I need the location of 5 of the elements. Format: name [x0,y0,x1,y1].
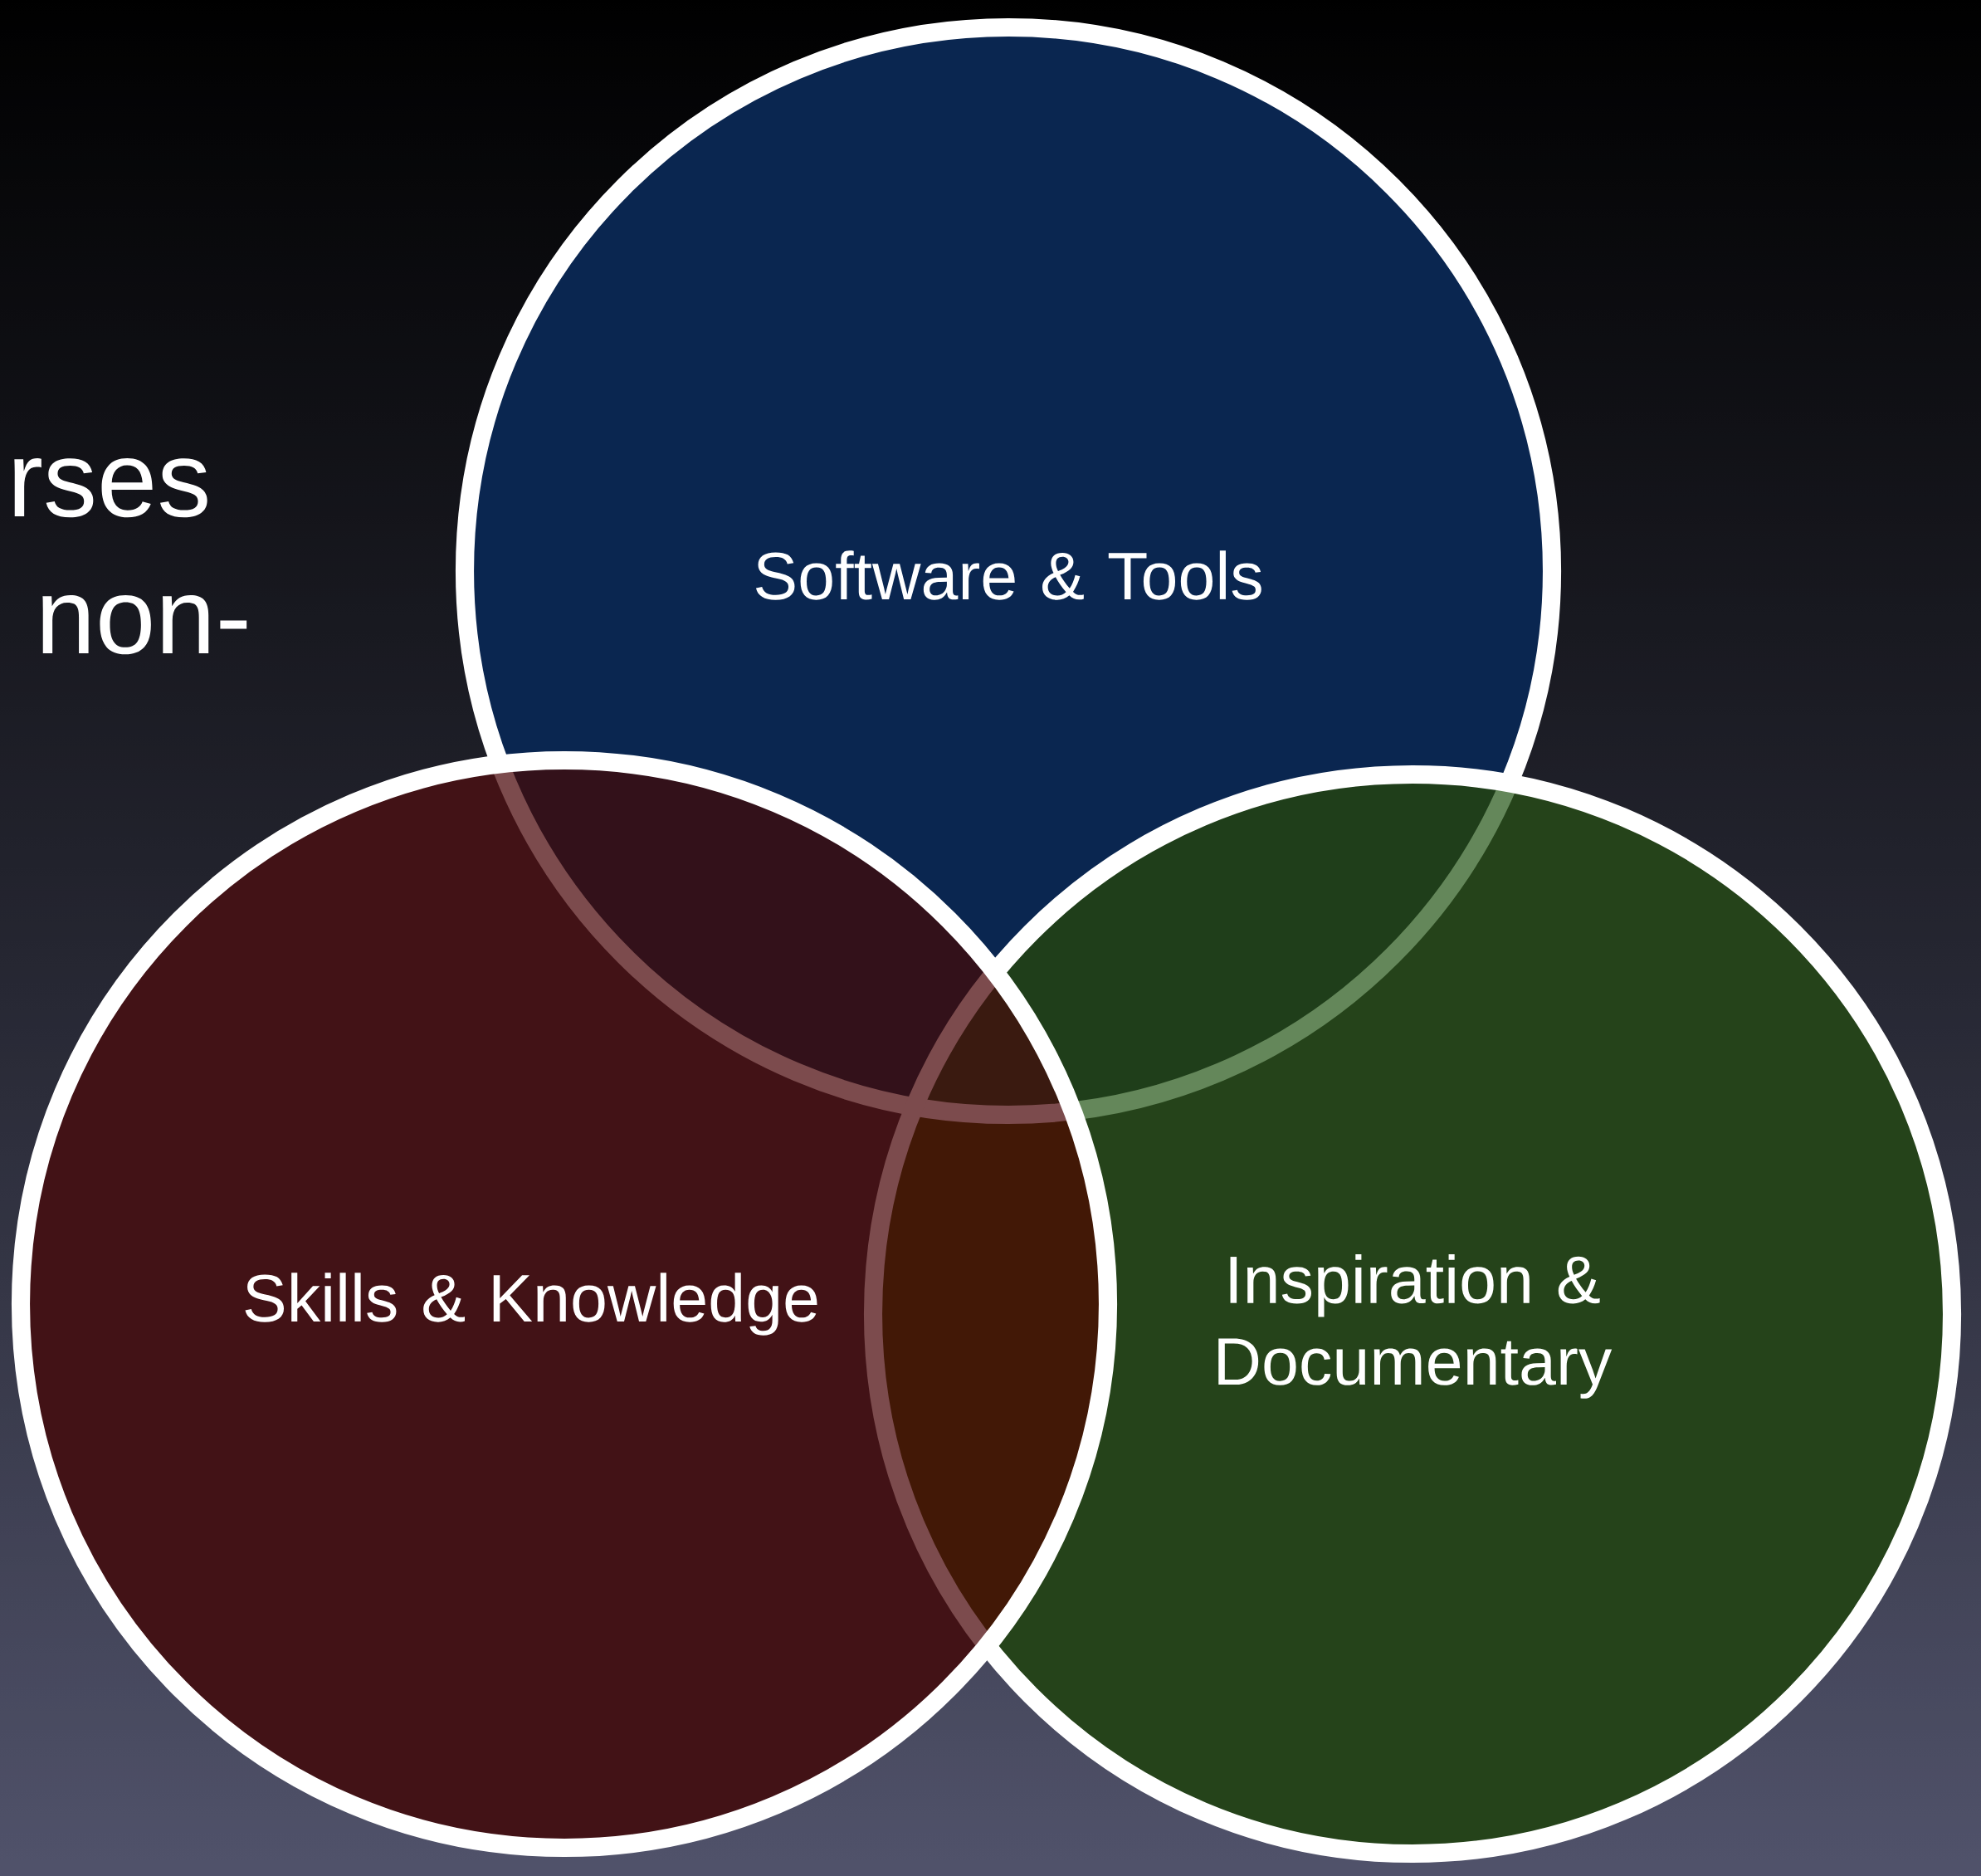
slide-text: rses [14,458,207,518]
node-text: Skills & Knowledge [245,1273,817,1336]
node-text: Software & Tools [755,550,1261,600]
node-text: Inspiration & Documentary [1218,1254,1613,1399]
slide-text: non- [42,595,247,655]
